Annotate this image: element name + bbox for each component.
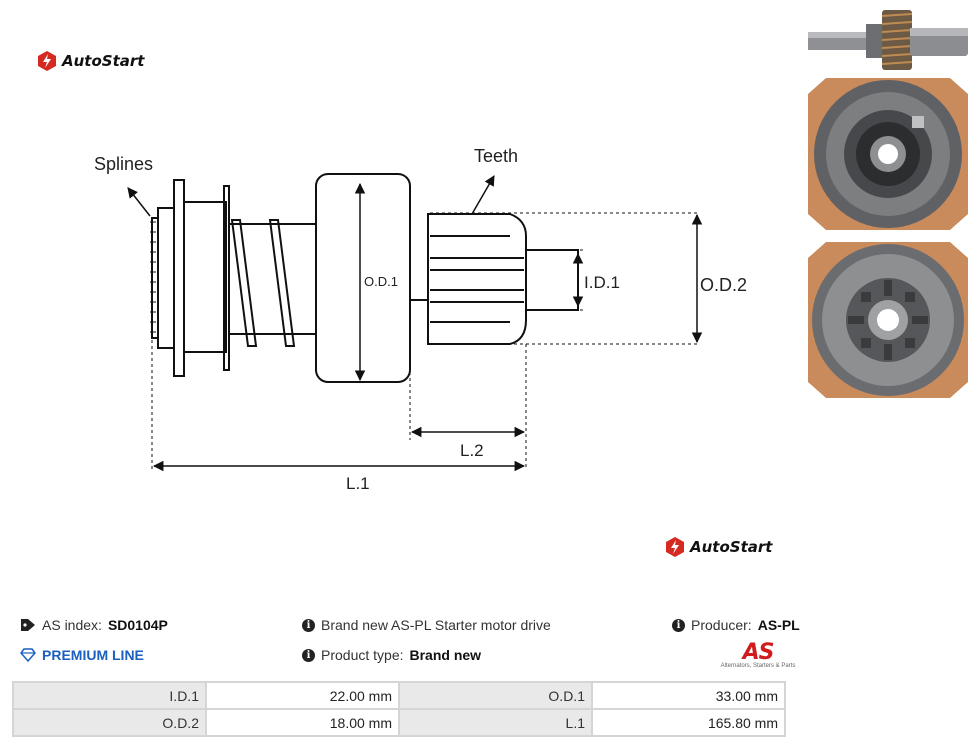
producer-label: Producer: bbox=[691, 617, 752, 633]
product-type-label: Product type: bbox=[321, 647, 404, 663]
clutch-body bbox=[183, 201, 227, 353]
spec-label: L.1 bbox=[398, 708, 593, 737]
as-index: AS index: SD0104P bbox=[20, 617, 168, 633]
description: i Brand new AS-PL Starter motor drive bbox=[302, 617, 551, 633]
autostart-mark-icon bbox=[666, 537, 684, 557]
spec-label: O.D.2 bbox=[12, 708, 207, 737]
spec-value: 18.00 mm bbox=[205, 708, 400, 737]
as-index-label: AS index: bbox=[42, 617, 102, 633]
l1-label: L.1 bbox=[346, 474, 370, 493]
spring-coil-1 bbox=[230, 219, 258, 347]
teeth-leader bbox=[471, 175, 495, 215]
product-photo-front bbox=[808, 78, 968, 230]
producer-tagline: Alternators, Starters & Parts bbox=[720, 663, 796, 669]
spec-label: O.D.1 bbox=[398, 681, 593, 710]
splines-label: Splines bbox=[94, 154, 153, 174]
od2-label: O.D.2 bbox=[700, 275, 747, 295]
producer-value: AS-PL bbox=[757, 617, 800, 633]
spec-value: 22.00 mm bbox=[205, 681, 400, 710]
spring-coil-2 bbox=[268, 219, 296, 347]
description-text: Brand new AS-PL Starter motor drive bbox=[321, 617, 551, 633]
info-icon: i bbox=[302, 648, 315, 662]
autostart-logo-bottom: AutoStart bbox=[664, 536, 772, 558]
spec-value: 165.80 mm bbox=[591, 708, 786, 737]
id1-label: I.D.1 bbox=[584, 273, 620, 292]
splines-leader bbox=[127, 187, 151, 217]
od1-label: O.D.1 bbox=[364, 274, 398, 289]
table-row: O.D.2 18.00 mm L.1 165.80 mm bbox=[12, 708, 786, 737]
product-type: i Product type: Brand new bbox=[302, 647, 481, 663]
spec-value: 33.00 mm bbox=[591, 681, 786, 710]
product-photo-back bbox=[808, 242, 968, 398]
l2-label: L.2 bbox=[460, 441, 484, 460]
premium-line-label: PREMIUM LINE bbox=[42, 647, 144, 663]
diamond-icon bbox=[20, 648, 36, 662]
autostart-logo-top: AutoStart bbox=[36, 50, 144, 72]
teeth-gear bbox=[410, 213, 527, 345]
spring-seat bbox=[223, 185, 230, 371]
spec-label: I.D.1 bbox=[12, 681, 207, 710]
producer: i Producer: AS-PL bbox=[672, 617, 800, 633]
shaft-nose bbox=[525, 249, 579, 311]
starter-drive-diagram: Splines Teeth O.D.1 I.D.1 O.D.2 L.2 L.1 bbox=[94, 146, 747, 493]
as-index-value: SD0104P bbox=[107, 617, 168, 633]
info-icon: i bbox=[672, 618, 685, 632]
info-icon: i bbox=[302, 618, 315, 632]
specs-table: I.D.1 22.00 mm O.D.1 33.00 mm O.D.2 18.0… bbox=[12, 681, 786, 737]
od1-housing bbox=[315, 173, 411, 383]
producer-logo-mark: AS bbox=[742, 640, 775, 665]
flange bbox=[173, 179, 185, 377]
collar bbox=[157, 207, 175, 349]
teeth-label: Teeth bbox=[474, 146, 518, 166]
product-type-value: Brand new bbox=[409, 647, 482, 663]
autostart-mark-icon bbox=[38, 51, 56, 71]
premium-line: PREMIUM LINE bbox=[20, 647, 144, 663]
producer-logo: AS Alternators, Starters & Parts bbox=[712, 640, 804, 669]
product-photo-side bbox=[808, 10, 968, 70]
table-row: I.D.1 22.00 mm O.D.1 33.00 mm bbox=[12, 681, 786, 710]
tag-icon bbox=[21, 619, 35, 631]
brand-name: AutoStart bbox=[690, 538, 773, 556]
brand-name: AutoStart bbox=[62, 52, 145, 70]
